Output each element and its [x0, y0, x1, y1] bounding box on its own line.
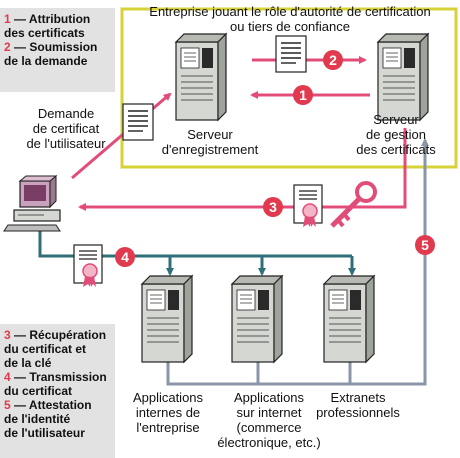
- legend-row: 1 — Attribution: [4, 12, 91, 26]
- legend-row: 3 — Récupération: [4, 328, 107, 342]
- legend-row: de l'utilisateur: [4, 426, 85, 440]
- legend-row: 5 — Attestation: [4, 398, 92, 412]
- legend-bottom: 3 — Récupération du certificat et de la …: [0, 324, 115, 458]
- svg-text:3: 3: [269, 199, 277, 215]
- legend-row: de l'identité: [4, 412, 71, 426]
- transmitted-certificate-icon: [73, 244, 103, 288]
- extranet-server-icon: [323, 275, 375, 363]
- attest-line: [166, 138, 429, 386]
- ca-title: Entreprise jouant le rôle d'autorité de …: [149, 4, 431, 34]
- legend-row: du certificat et: [4, 342, 87, 356]
- transmit-line: [38, 228, 352, 258]
- request-document-icon: [122, 103, 154, 141]
- legend-row: de la demande: [4, 54, 88, 68]
- svg-text:1: 1: [299, 87, 307, 103]
- step-badge-3: 3: [263, 197, 283, 217]
- svg-text:5: 5: [421, 237, 429, 253]
- step-badge-5: 5: [415, 235, 435, 255]
- step-badge-4: 4: [115, 247, 135, 267]
- internal-apps-server-icon: [141, 275, 193, 363]
- internet-apps-server-icon: [231, 275, 283, 363]
- submission-document-icon: [275, 35, 307, 73]
- legend-row: de la clé: [4, 356, 52, 370]
- management-server-icon: [377, 33, 429, 121]
- svg-text:2: 2: [329, 52, 337, 68]
- legend-top: 1 — Attribution des certificats 2 — Soum…: [0, 8, 115, 92]
- legend-row: des certificats: [4, 26, 85, 40]
- step-badge-1: 1: [293, 85, 313, 105]
- request-arrow: [71, 92, 172, 180]
- legend-row: du certificat: [4, 384, 73, 398]
- ca-frame: [120, 7, 458, 169]
- legend-row: 2 — Soumission: [4, 40, 98, 54]
- legend-row: 4 — Transmission: [4, 370, 107, 384]
- user-computer-icon: [3, 174, 61, 232]
- certificate-icon: [293, 184, 323, 228]
- svg-text:4: 4: [121, 249, 129, 265]
- step-badge-2: 2: [323, 50, 343, 70]
- retrieve-arrow: [78, 128, 407, 211]
- registration-server-icon: [175, 33, 227, 121]
- key-icon: [330, 181, 377, 228]
